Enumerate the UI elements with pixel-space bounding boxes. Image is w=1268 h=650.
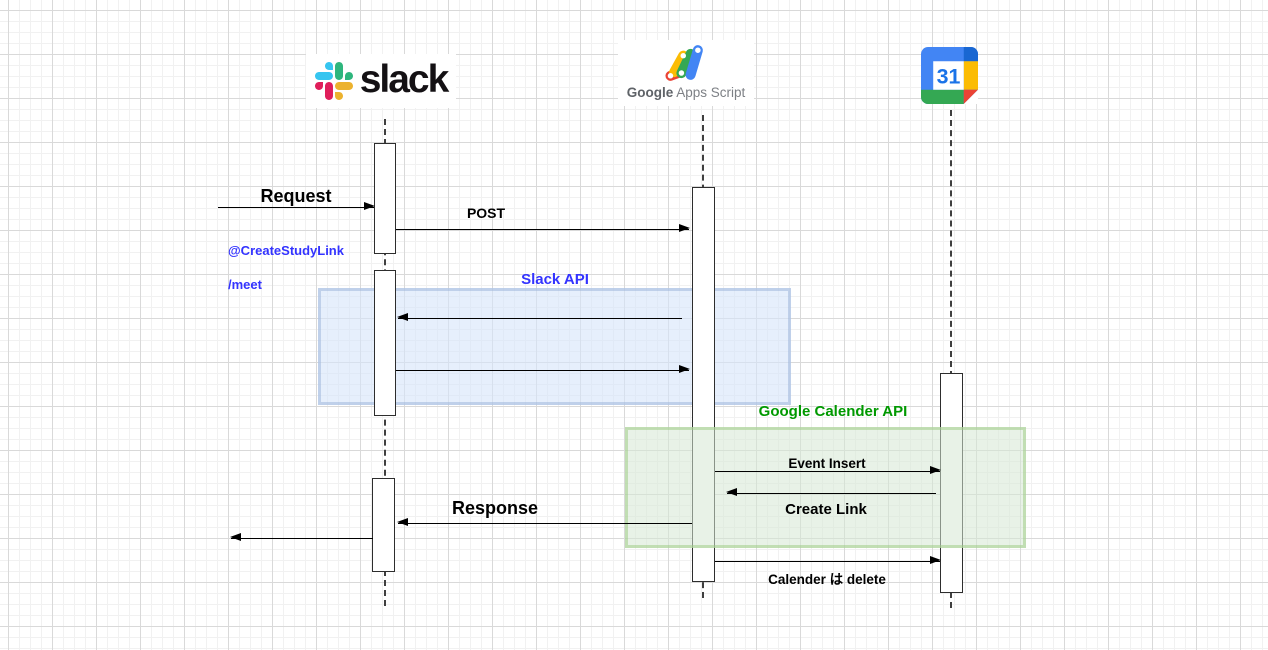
post-arrow — [396, 224, 690, 233]
arrowhead-right-icon — [930, 556, 941, 565]
request-arrow — [218, 202, 375, 211]
request-annotation: @CreateStudyLink /meet — [228, 225, 388, 310]
slack-wordmark: slack — [359, 57, 450, 101]
request-label: Request — [260, 186, 332, 206]
arrowhead-left-icon — [397, 518, 408, 527]
arrowhead-right-icon — [679, 224, 690, 233]
apps-script-brand-text: Google — [626, 85, 674, 100]
actor-apps-script: Google Apps Script — [618, 40, 754, 106]
slack-logo-icon — [314, 62, 353, 100]
apps-script-label: Google Apps Script — [627, 85, 746, 100]
actor-slack: slack — [306, 54, 456, 108]
apps-script-product-text: Apps Script — [676, 85, 746, 100]
arrowhead-right-icon — [364, 202, 375, 211]
slack-activation-bar-1 — [374, 143, 396, 254]
calendar-day-number: 31 — [937, 65, 961, 89]
google-calendar-icon: 31 — [921, 47, 978, 104]
arrowhead-left-icon — [397, 313, 408, 322]
apps-script-logo-icon — [665, 45, 703, 81]
final-response-arrow — [230, 533, 373, 542]
arrowhead-right-icon — [930, 466, 941, 475]
slack-api-send-arrow — [396, 365, 690, 374]
calendar-lifeline — [950, 110, 952, 608]
arrowhead-right-icon — [679, 365, 690, 374]
request-annotation-line1: @CreateStudyLink — [228, 243, 344, 258]
google-calendar-api-region — [625, 427, 1026, 548]
create-link-arrow — [726, 488, 936, 497]
actor-google-calendar: 31 — [921, 47, 978, 104]
slack-activation-bar-2 — [374, 270, 396, 416]
arrowhead-left-icon — [726, 488, 737, 497]
slack-api-region-label: Slack API — [521, 271, 589, 288]
slack-activation-bar-3 — [372, 478, 395, 572]
create-link-label: Create Link — [785, 501, 867, 518]
slack-api-return-arrow — [397, 313, 682, 322]
event-insert-label: Event Insert — [788, 456, 866, 471]
response-arrow — [397, 518, 692, 527]
response-label: Response — [451, 498, 539, 518]
arrowhead-left-icon — [230, 533, 241, 542]
post-label: POST — [466, 205, 506, 221]
request-annotation-line2: /meet — [228, 277, 262, 292]
event-insert-arrow — [715, 466, 941, 475]
google-calendar-api-region-label: Google Calender API — [758, 403, 908, 420]
calendar-delete-label: Calender は delete — [768, 572, 886, 587]
calendar-delete-arrow — [715, 556, 941, 565]
